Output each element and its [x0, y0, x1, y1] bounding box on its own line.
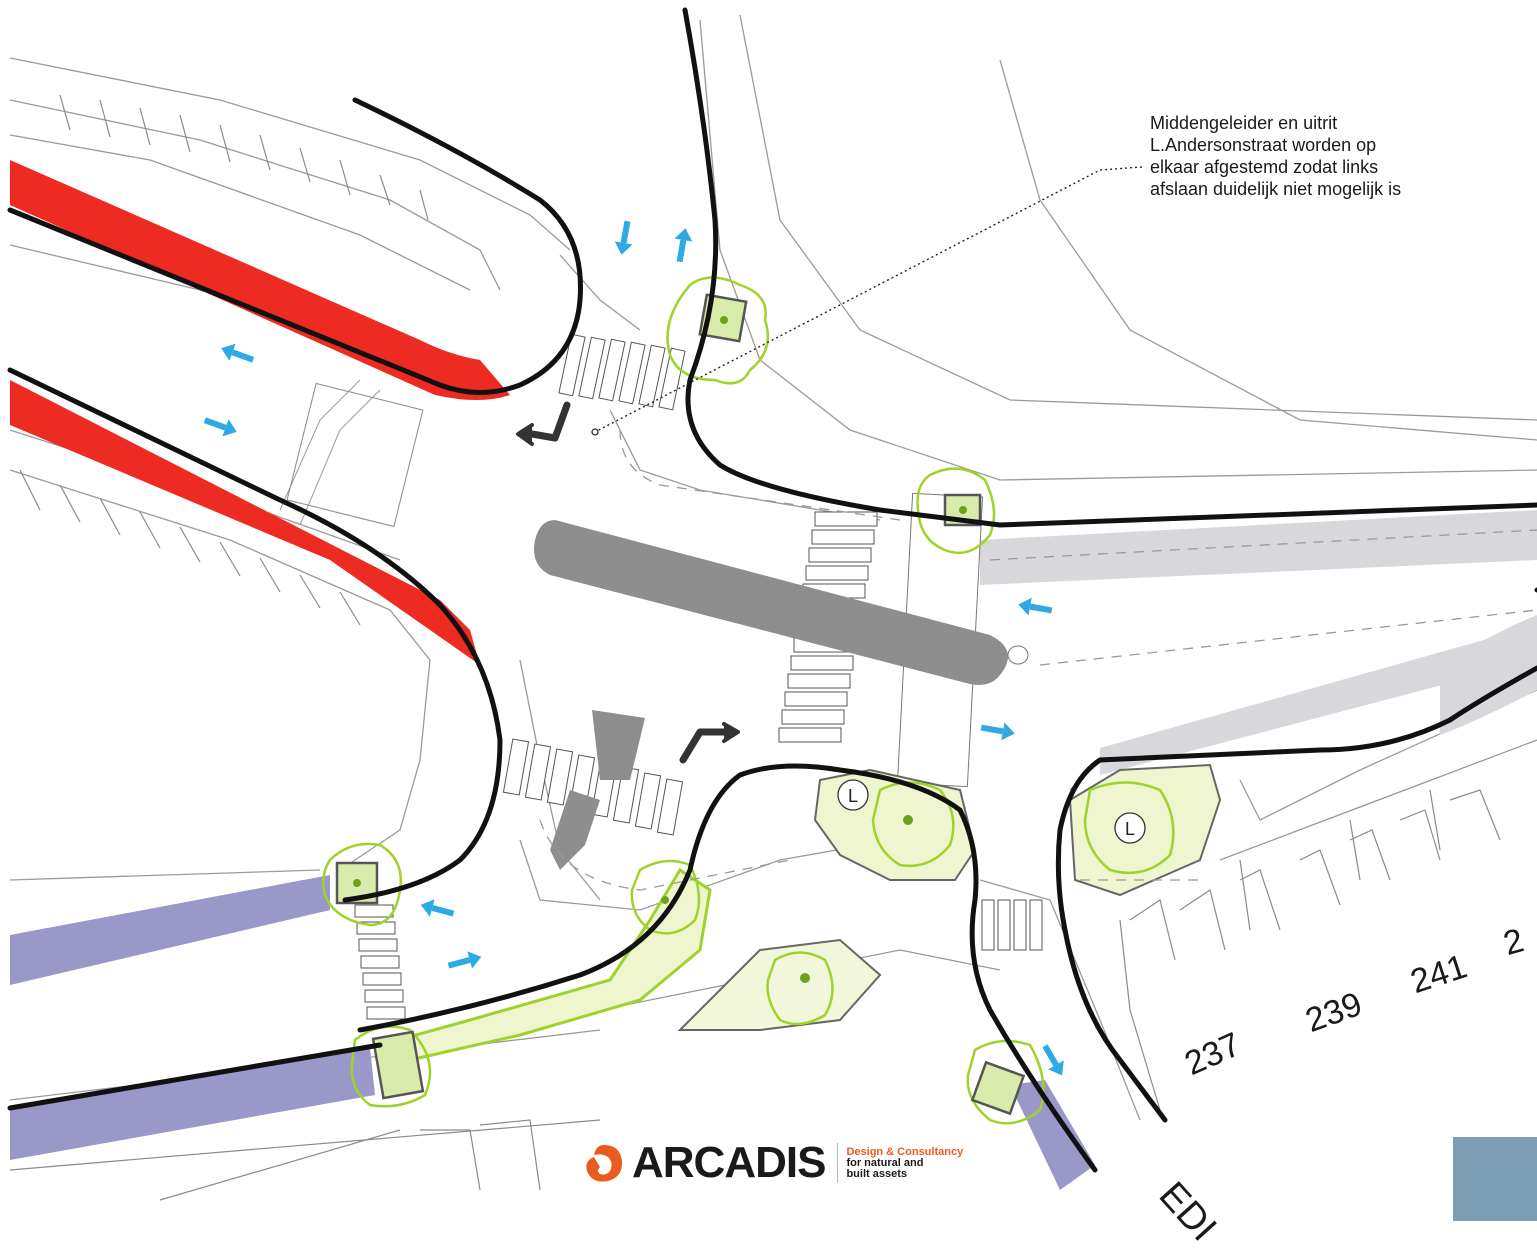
tree-central-island	[871, 781, 955, 868]
tree-south-road	[966, 1039, 1045, 1125]
zebra-crossings	[286, 333, 1043, 1020]
purple-lane-west	[10, 875, 330, 985]
parking-hatching	[9, 94, 1501, 1201]
annotation-line: afslaan duidelijk niet mogelijk is	[1150, 179, 1402, 199]
tree-symbol-east: L	[1114, 812, 1146, 844]
tree-south-median	[630, 859, 701, 935]
tree-symbols: L L	[837, 779, 1146, 844]
tree-north	[666, 276, 770, 385]
purple-lane-southwest	[10, 1048, 375, 1160]
logo-tagline-line: built assets	[846, 1167, 907, 1180]
small-islands	[550, 710, 645, 870]
red-bike-lanes	[10, 160, 510, 665]
grey-lane-east-low	[1100, 625, 1537, 775]
curb-northwest-lower	[7, 367, 503, 903]
logo-tagline-line: for natural and	[846, 1156, 924, 1169]
median-island	[534, 520, 1029, 685]
intersection-plan: L L	[7, 7, 1537, 1201]
curb-east-lower	[1055, 665, 1537, 1123]
annotation-line: Middengeleider en uitrit	[1150, 113, 1338, 133]
crossing-west	[354, 904, 406, 1020]
red-lane-north	[10, 160, 510, 400]
tree-south-island	[766, 951, 834, 1026]
curb-west	[7, 1042, 383, 1111]
arcadis-logo: ARCADIS Design & Consultancy for natural…	[582, 1138, 964, 1187]
annotation-leader-line	[594, 166, 1143, 433]
green-island-south	[677, 938, 882, 1031]
annotation-leader-dot	[591, 428, 599, 436]
curb-north-loop	[7, 97, 583, 395]
island-southwest-wedge	[592, 710, 645, 780]
annotation-line: L.Andersonstraat worden op	[1150, 135, 1377, 155]
curb-lines	[7, 7, 1537, 1173]
tree-symbol-label: L	[1125, 819, 1135, 839]
blue-arrows	[203, 220, 1064, 1076]
island-southwest-tip	[550, 790, 600, 870]
crossing-bike-northwest	[286, 382, 424, 528]
dashed-lines	[539, 429, 1537, 891]
arrow-icon	[1042, 1044, 1064, 1076]
arrow-icon	[221, 343, 255, 363]
green-island-central	[813, 768, 977, 881]
arcadis-emblem-icon	[586, 1145, 623, 1182]
arrow-icon	[674, 228, 693, 263]
purple-bike-lanes	[10, 875, 1095, 1190]
arrow-icon	[447, 951, 482, 969]
logo-wordmark: ARCADIS	[632, 1138, 826, 1187]
green-median-south	[375, 867, 712, 1062]
corner-block	[1453, 1137, 1537, 1221]
arrow-icon	[614, 220, 633, 255]
grey-bike-lanes	[980, 510, 1537, 775]
logo-tagline: Design & Consultancy for natural and bui…	[846, 1145, 964, 1180]
crossing-north	[558, 333, 686, 411]
turn-left-arrow-icon	[528, 401, 571, 442]
arrow-icon	[980, 722, 1015, 741]
curb-north-east	[682, 7, 1537, 528]
turn-right-arrow-icon	[679, 728, 729, 764]
purple-lane-south	[1010, 1080, 1095, 1190]
tree-east-island	[1083, 781, 1175, 875]
turn-arrows	[516, 401, 740, 764]
arrow-icon	[1018, 597, 1053, 616]
annotation-note: Middengeleider en uitrit L.Andersonstraa…	[1150, 112, 1510, 200]
red-lane-south	[10, 380, 480, 665]
arrow-icon	[203, 417, 237, 437]
grey-lane-east-top	[980, 510, 1537, 585]
arrow-icon	[420, 899, 455, 917]
crossing-south	[981, 899, 1043, 951]
curb-south-west	[357, 763, 1098, 1173]
logo-tagline-line: Design & Consultancy	[846, 1145, 964, 1158]
annotation-line: elkaar afgestemd zodat links	[1150, 157, 1379, 177]
tree-southwest	[350, 1025, 432, 1108]
tree-symbol-central: L	[837, 779, 869, 811]
logo-separator	[837, 1143, 839, 1183]
tree-symbol-label: L	[848, 786, 858, 806]
